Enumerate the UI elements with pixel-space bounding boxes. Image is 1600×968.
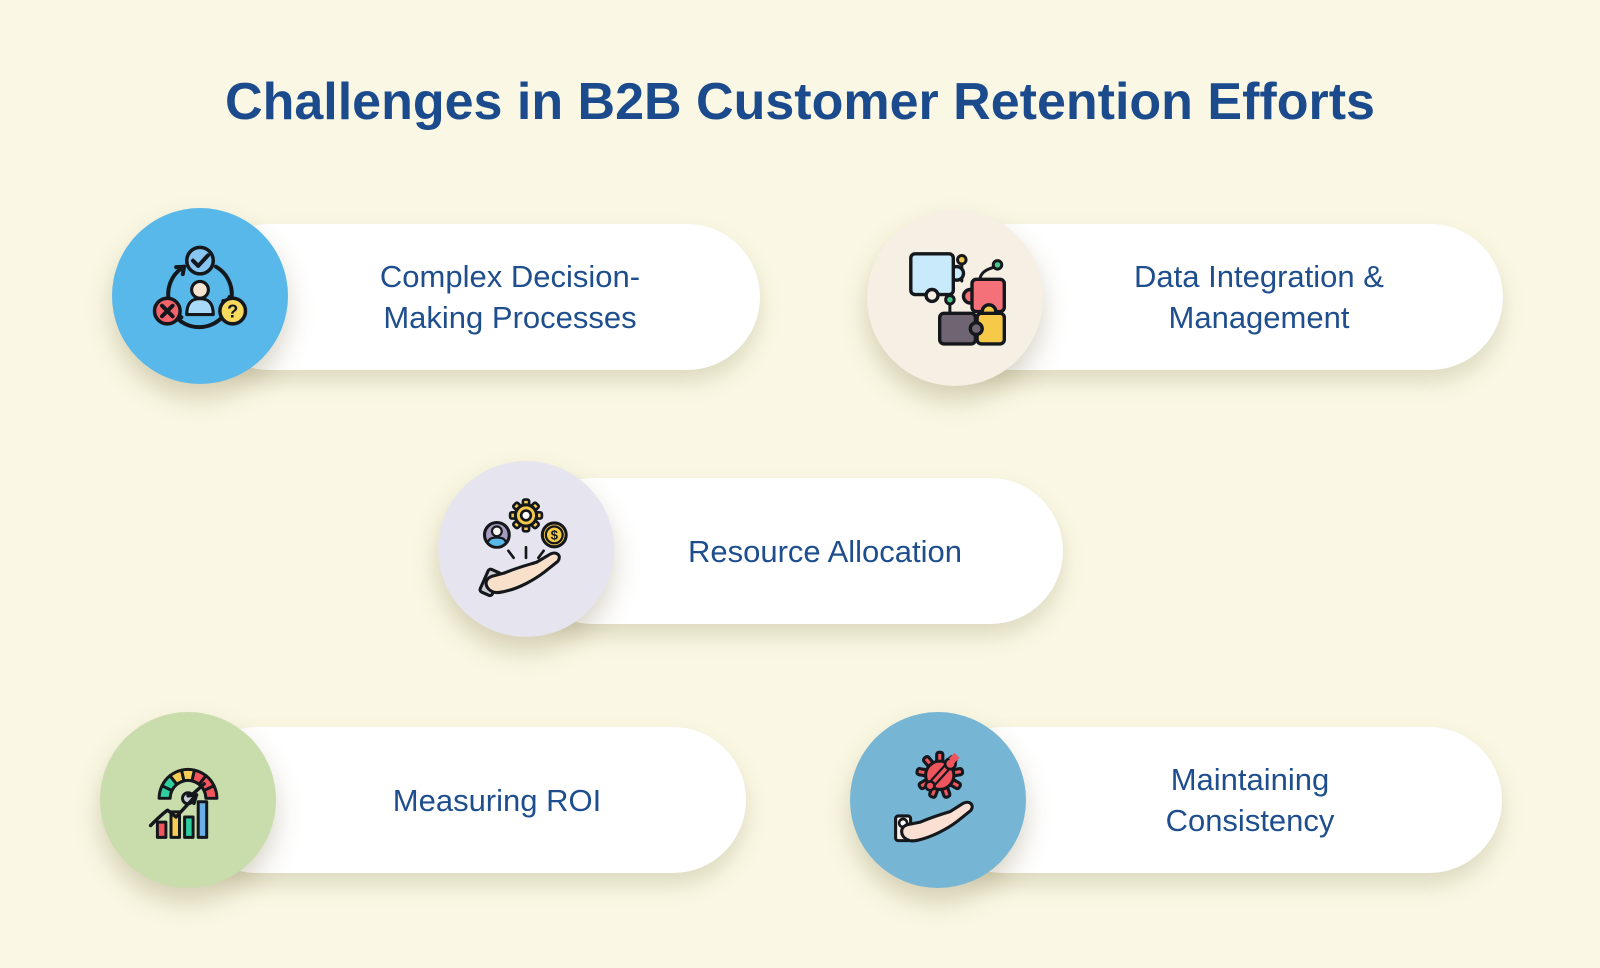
svg-text:$: $ — [551, 528, 559, 543]
card-label: Resource Allocation — [688, 533, 962, 569]
puzzle-pieces-icon — [909, 252, 1006, 346]
page-title: Challenges in B2B Customer Retention Eff… — [225, 73, 1375, 131]
hand-holding-gear-icon — [894, 750, 974, 843]
card-label: Data Integration & Management — [1134, 259, 1384, 335]
gauge-bar-chart-icon — [148, 767, 219, 839]
card-pill-measuring-roi: Measuring ROI — [184, 727, 746, 873]
svg-text:?: ? — [227, 301, 238, 322]
card-label: Complex Decision- Making Processes — [379, 259, 641, 335]
card-icon-circle: $ — [438, 461, 614, 637]
card-icon-circle — [867, 210, 1043, 386]
hand-offering-resources-icon: $ — [478, 498, 568, 598]
card-icon-circle — [100, 712, 276, 888]
card-icon-circle: ? — [112, 208, 288, 384]
card-pill-complex-decision-making: Complex Decision- Making Processes — [196, 224, 760, 370]
decision-cycle-icon: ? — [152, 245, 248, 330]
card-label: Maintaining Consistency — [1165, 762, 1335, 838]
card-label: Measuring ROI — [392, 782, 602, 818]
card-icon-circle — [850, 712, 1026, 888]
